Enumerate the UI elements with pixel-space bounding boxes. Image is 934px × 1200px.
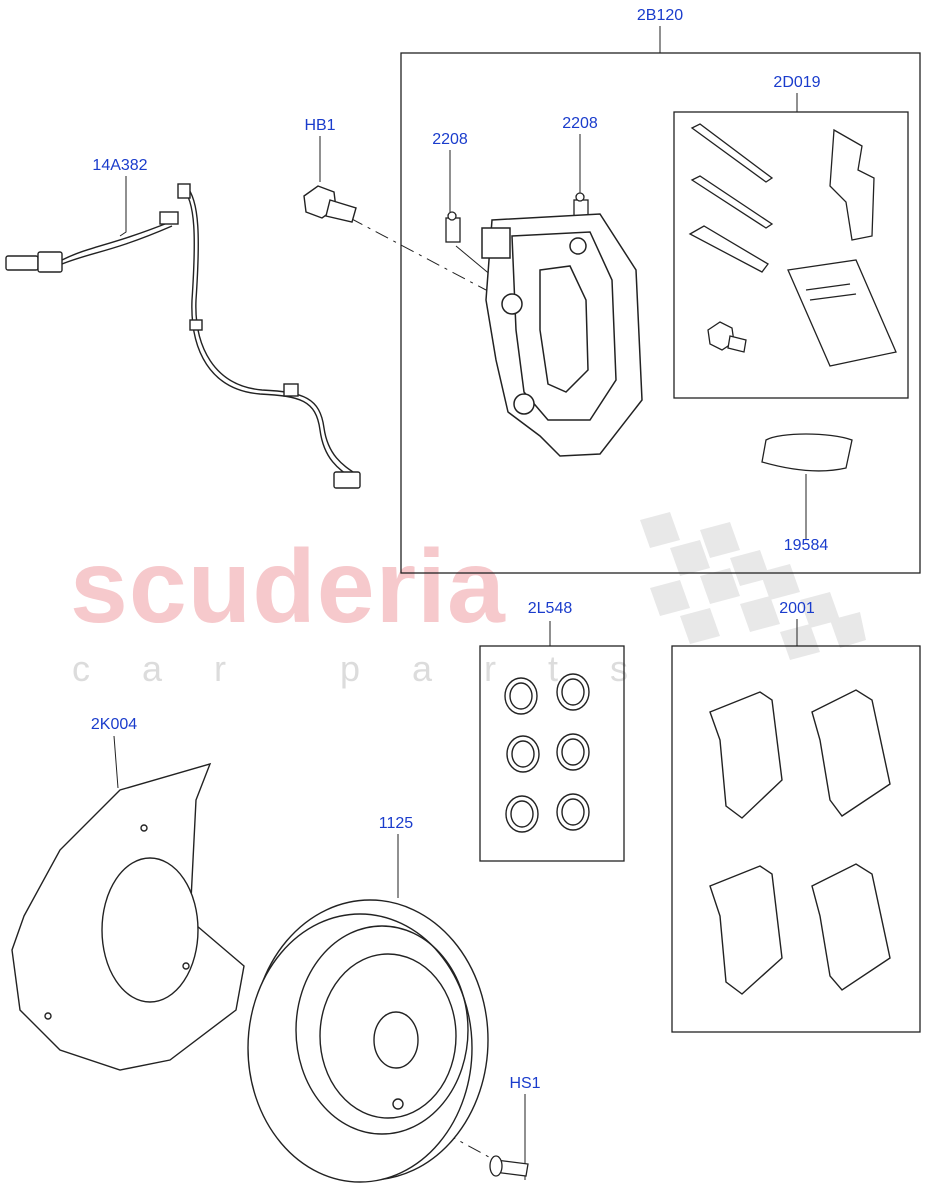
callout-2L548: 2L548 [527, 600, 573, 617]
pad-fitting-kit-parts [688, 123, 897, 472]
brake-disc [247, 899, 489, 1183]
callout-19584: 19584 [783, 537, 829, 554]
caliper-bolt [303, 185, 357, 223]
brake-pads [709, 689, 891, 995]
brake-pads-box [671, 645, 921, 1033]
callout-HS1: HS1 [509, 1075, 541, 1092]
callout-2001: 2001 [779, 600, 815, 617]
callout-2B120: 2B120 [636, 7, 684, 24]
wear-sensor [5, 183, 361, 489]
callout-HB1: HB1 [304, 117, 336, 134]
watermark-tagline: car parts [72, 648, 681, 689]
checkered-flag-watermark [640, 512, 866, 660]
callout-1125: 1125 [378, 815, 414, 832]
callout-2208-left: 2208 [432, 131, 468, 148]
splash-shield [11, 762, 245, 1071]
disc-screw [489, 1155, 529, 1177]
seal-kit-box [479, 645, 625, 862]
watermark-logo: scuderia [70, 529, 506, 645]
callout-2D019: 2D019 [773, 74, 821, 91]
brake-caliper [481, 213, 643, 457]
seal-rings [504, 673, 590, 833]
pad-fitting-kit-box [673, 111, 909, 399]
callout-14A382: 14A382 [92, 157, 148, 174]
callout-2K004: 2K004 [90, 716, 138, 733]
callout-2208-right: 2208 [562, 115, 598, 132]
